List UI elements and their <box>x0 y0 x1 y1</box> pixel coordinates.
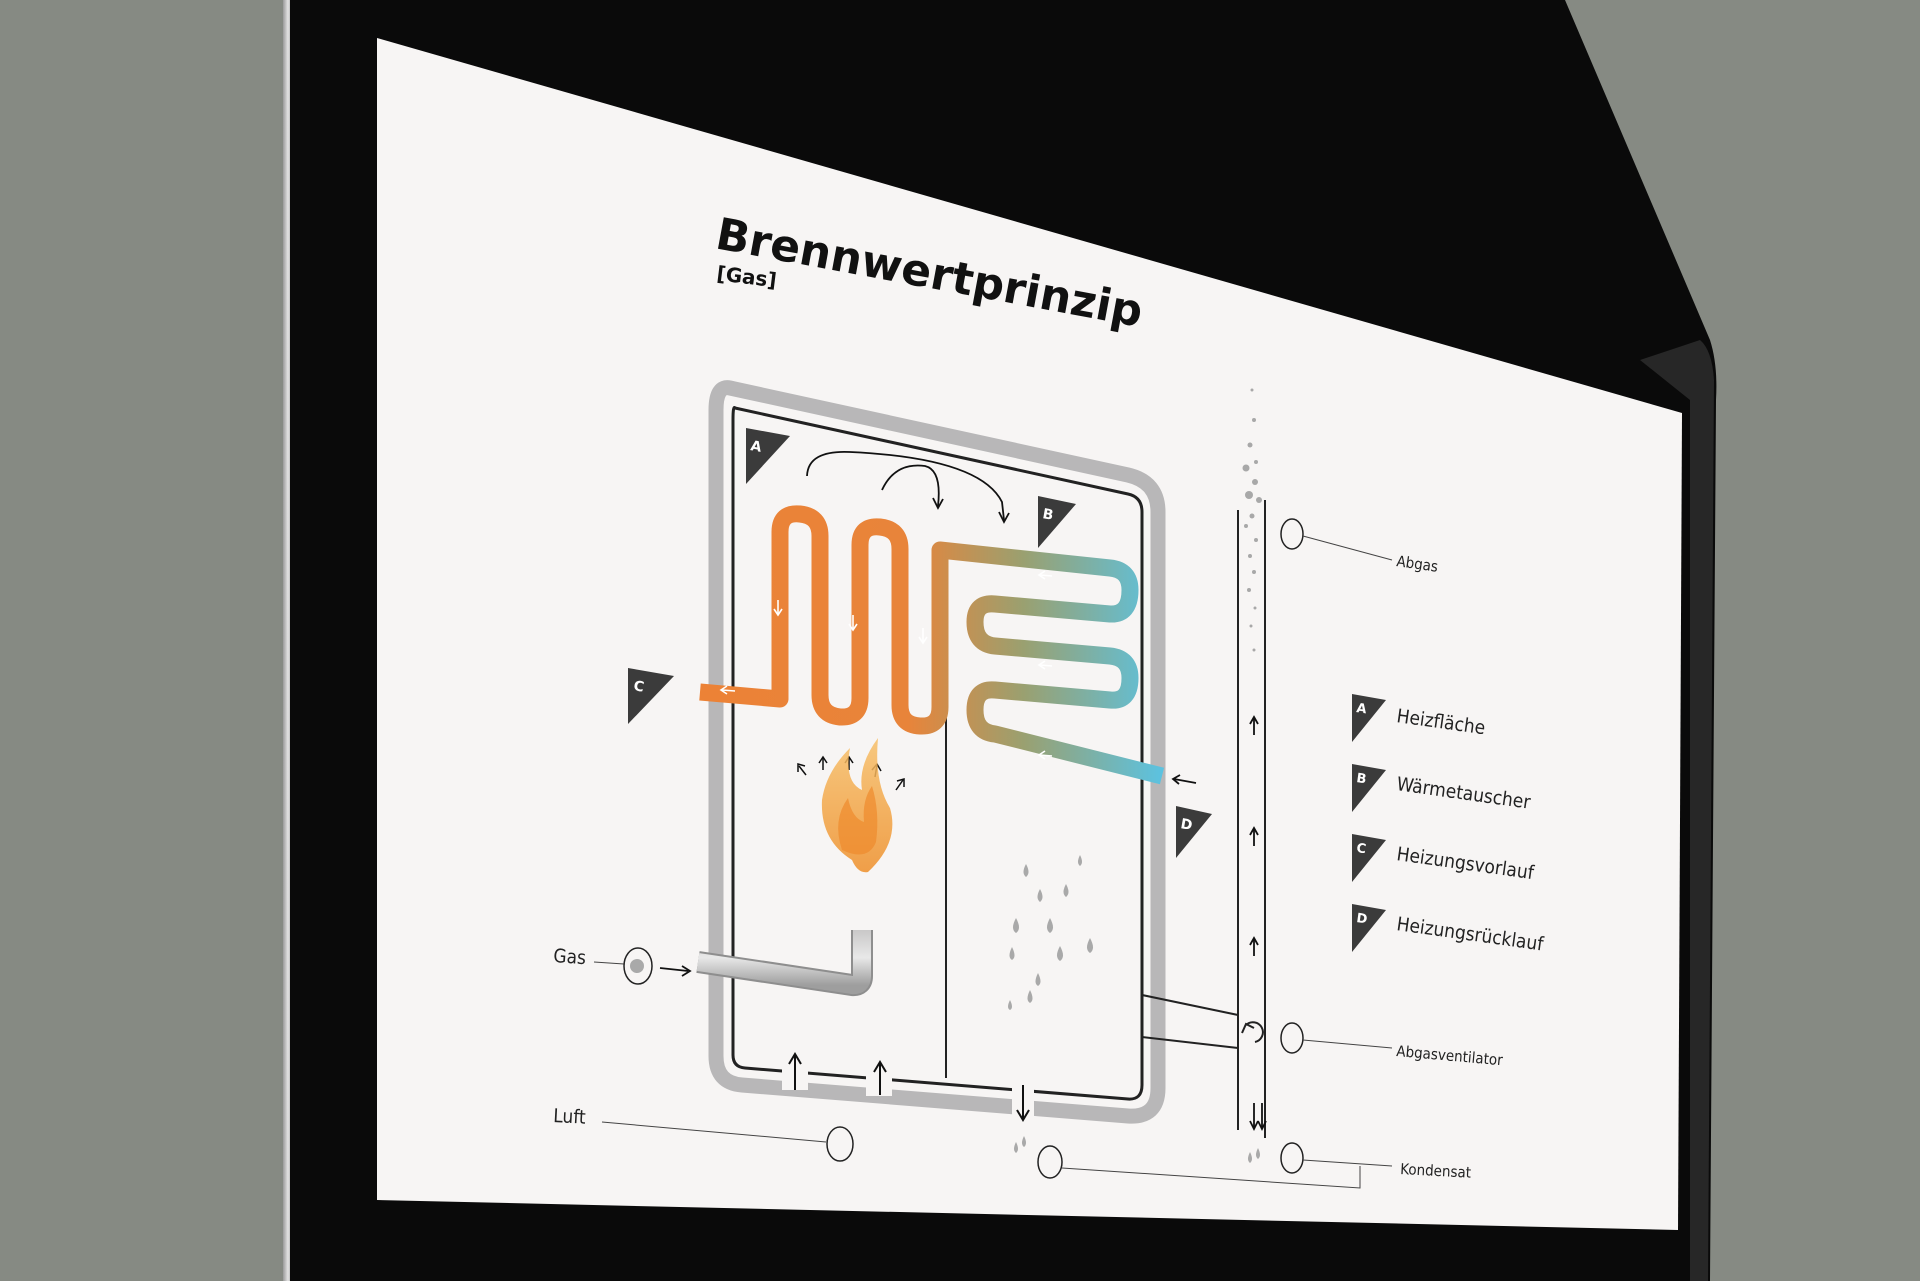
return-inflow-arrow <box>1171 774 1197 785</box>
svg-text:C: C <box>1355 841 1367 857</box>
marker-d: D <box>1176 806 1212 858</box>
callout-luft: Luft <box>553 1105 854 1162</box>
hot-gas-flow-arrows <box>806 451 1010 524</box>
marker-a: A <box>746 428 790 484</box>
svg-text:Gas: Gas <box>553 945 587 969</box>
svg-text:A: A <box>1355 701 1367 717</box>
callout-kondensat: Kondensat <box>1037 1142 1472 1189</box>
marker-c: C <box>628 668 674 724</box>
svg-text:Abgas: Abgas <box>1395 552 1439 576</box>
callout-abgas: Abgas <box>1280 518 1439 576</box>
svg-text:C: C <box>632 678 645 696</box>
svg-text:A: A <box>749 438 763 456</box>
condensate-droplets <box>1008 855 1260 1163</box>
flame-icon <box>821 738 893 873</box>
exhaust-particles <box>1242 388 1262 652</box>
callout-gas: Gas <box>553 945 692 985</box>
svg-text:D: D <box>1355 911 1368 927</box>
pipe-flow-arrows <box>719 570 1053 760</box>
svg-text:Luft: Luft <box>553 1105 587 1129</box>
air-inlet-arrows <box>782 1050 1034 1122</box>
chimney-up-arrows <box>1249 715 1267 1132</box>
bezel-highlight <box>1640 340 1714 1281</box>
svg-text:D: D <box>1179 816 1193 834</box>
monitor-stand-edge <box>283 0 293 1281</box>
svg-text:B: B <box>1041 506 1054 524</box>
heat-exchanger-pipe <box>699 505 1165 785</box>
gas-burner-pipe <box>696 930 873 997</box>
svg-text:Kondensat: Kondensat <box>1400 1160 1472 1182</box>
exhaust-chimney <box>1141 500 1266 1138</box>
marker-b: B <box>1038 496 1076 548</box>
svg-text:B: B <box>1355 771 1367 787</box>
